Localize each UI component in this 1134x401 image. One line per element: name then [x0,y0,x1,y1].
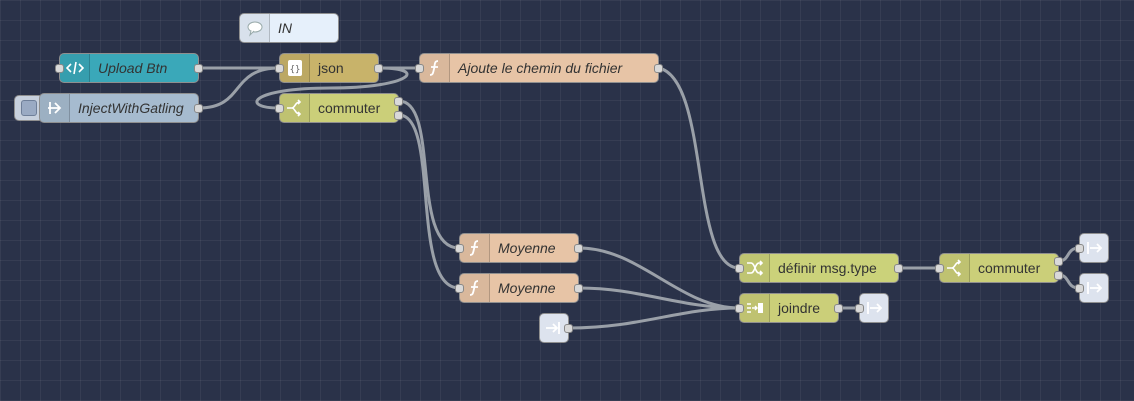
output-port[interactable] [654,64,663,73]
upload-btn-node[interactable]: Upload Btn [55,53,203,83]
inject-arrow-icon [40,94,70,122]
comment-icon [240,14,270,42]
output-port[interactable] [574,244,583,253]
function-icon [460,234,490,262]
switch-icon [940,254,970,282]
switch-icon [280,94,310,122]
input-port[interactable] [455,284,464,293]
input-port[interactable] [415,64,424,73]
input-port[interactable] [55,64,64,73]
wire-avg1-join[interactable] [577,246,741,310]
link-in-icon [545,319,563,337]
node-label: json [318,60,344,76]
wire-json-switch[interactable] [255,66,409,110]
input-port[interactable] [735,264,744,273]
switch-node[interactable]: commuter [275,93,403,123]
output-port[interactable] [894,264,903,273]
function-path-node[interactable]: Ajoute le chemin du fichier [415,53,663,83]
json-node[interactable]: {} json [275,53,383,83]
output-port[interactable] [194,64,203,73]
link-out-node-1[interactable] [1075,233,1109,263]
switch-node-2[interactable]: commuter [935,253,1063,283]
output-port[interactable] [194,104,203,113]
output-port-2[interactable] [1054,271,1063,280]
link-in-node[interactable] [539,313,573,343]
output-port[interactable] [574,284,583,293]
node-label: commuter [318,100,381,116]
output-port[interactable] [564,324,573,333]
average-node-2[interactable]: Moyenne [455,273,583,303]
input-port[interactable] [1075,284,1084,293]
node-label: joindre [778,300,821,316]
link-out-node-join[interactable] [855,293,889,323]
input-port[interactable] [455,244,464,253]
output-port[interactable] [374,64,383,73]
node-label: Moyenne [498,280,556,296]
output-port[interactable] [834,304,843,313]
input-port[interactable] [935,264,944,273]
link-out-node-2[interactable] [1075,273,1109,303]
input-port[interactable] [855,304,864,313]
output-port-2[interactable] [394,111,403,120]
input-port[interactable] [275,64,284,73]
wire-inject-json[interactable] [197,66,281,110]
link-out-icon [1085,279,1103,297]
input-port[interactable] [1075,244,1084,253]
input-port[interactable] [275,104,284,113]
node-label: IN [278,20,292,36]
input-port[interactable] [735,304,744,313]
wire-switch-avg2[interactable] [397,113,461,290]
average-node-1[interactable]: Moyenne [455,233,583,263]
comment-node[interactable]: IN [239,13,339,43]
link-out-icon [865,299,883,317]
json-braces-icon: {} [280,54,310,82]
wire-switch-avg1[interactable] [397,99,461,250]
shuffle-icon [740,254,770,282]
output-port-1[interactable] [394,97,403,106]
node-label: commuter [978,260,1041,276]
node-label: Ajoute le chemin du fichier [458,60,623,76]
output-port-1[interactable] [1054,257,1063,266]
link-out-icon [1085,239,1103,257]
join-node[interactable]: joindre [735,293,843,323]
wire-linkin-join[interactable] [567,306,741,330]
function-icon [460,274,490,302]
join-icon [740,294,770,322]
wire-avg2-join[interactable] [577,286,741,310]
node-label: InjectWithGatling [78,100,184,116]
svg-text:{}: {} [289,65,300,75]
node-label: définir msg.type [778,260,877,276]
node-label: Upload Btn [98,60,168,76]
function-icon [420,54,450,82]
wire-function-set[interactable] [657,66,741,270]
code-icon [60,54,90,82]
inject-node[interactable]: InjectWithGatling [39,93,203,123]
node-label: Moyenne [498,240,556,256]
set-type-node[interactable]: définir msg.type [735,253,903,283]
